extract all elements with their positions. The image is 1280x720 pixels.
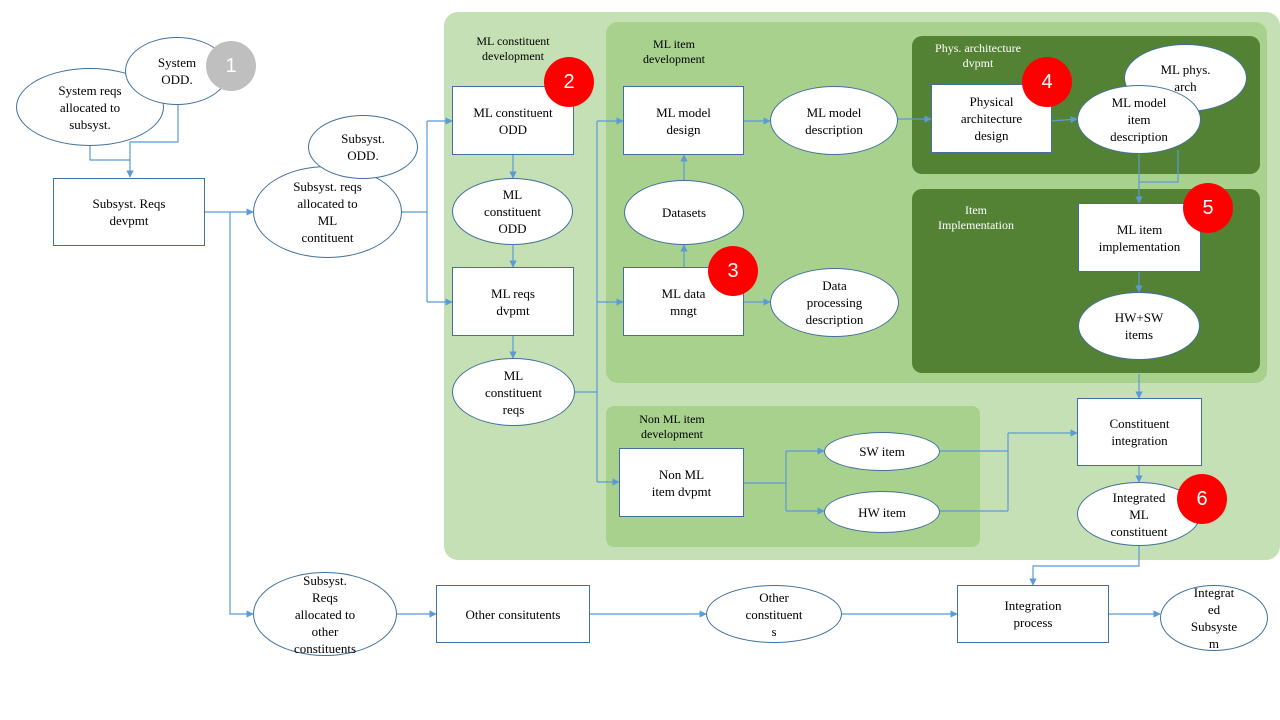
non-ml-item-dvpmt-node: Non ML item dvpmt (619, 448, 744, 517)
sw-item-node: SW item (824, 432, 940, 471)
datasets-node: Datasets (624, 180, 744, 245)
subsyst-reqs-devpmt-node: Subsyst. Reqs devpmt (53, 178, 205, 246)
ml-phys-arch-node: ML phys. arch (1124, 44, 1247, 112)
step-badge-3: 3 (708, 246, 758, 296)
region-label-ml-constituent-development: ML constituent development (476, 34, 550, 63)
subsyst-reqs-other-node: Subsyst. Reqs allocated to other constit… (253, 572, 397, 656)
region-label-non-ml-item-development: Non ML item development (639, 412, 705, 441)
step-badge-1: 1 (206, 41, 256, 91)
ml-model-item-description-node: ML model item description (1077, 85, 1201, 154)
step-badge-4: 4 (1022, 57, 1072, 107)
step-badge-2: 2 (544, 57, 594, 107)
subsyst-odd-node: Subsyst. ODD. (308, 115, 418, 179)
ml-model-design-node: ML model design (623, 86, 744, 155)
ml-reqs-dvpmt-node: ML reqs dvpmt (452, 267, 574, 336)
other-constituents-box-node: Other consitutents (436, 585, 590, 643)
ml-constituent-odd-ellipse-node: ML constituent ODD (452, 178, 573, 245)
ml-constituent-reqs-node: ML constituent reqs (452, 358, 575, 426)
data-processing-description-node: Data processing description (770, 268, 899, 337)
hw-sw-items-node: HW+SW items (1078, 292, 1200, 360)
region-label-ml-item-development: ML item development (643, 37, 705, 66)
other-constituents-ellipse-node: Other constituent s (706, 585, 842, 643)
subsyst-reqs-ml-node: Subsyst. reqs allocated to ML contituent (253, 166, 402, 258)
integrated-subsystem-node: Integrat ed Subsyste m (1160, 585, 1268, 651)
region-label-item-implementation: Item Implementation (938, 203, 1014, 232)
constituent-integration-node: Constituent integration (1077, 398, 1202, 466)
step-badge-6: 6 (1177, 474, 1227, 524)
step-badge-5: 5 (1183, 183, 1233, 233)
region-label-phys-architecture-dvpmt: Phys. architecture dvpmt (935, 41, 1021, 70)
integration-process-node: Integration process (957, 585, 1109, 643)
ml-item-implementation-node: ML item implementation (1078, 203, 1201, 272)
ml-model-description-node: ML model description (770, 86, 898, 155)
hw-item-node: HW item (824, 491, 940, 533)
